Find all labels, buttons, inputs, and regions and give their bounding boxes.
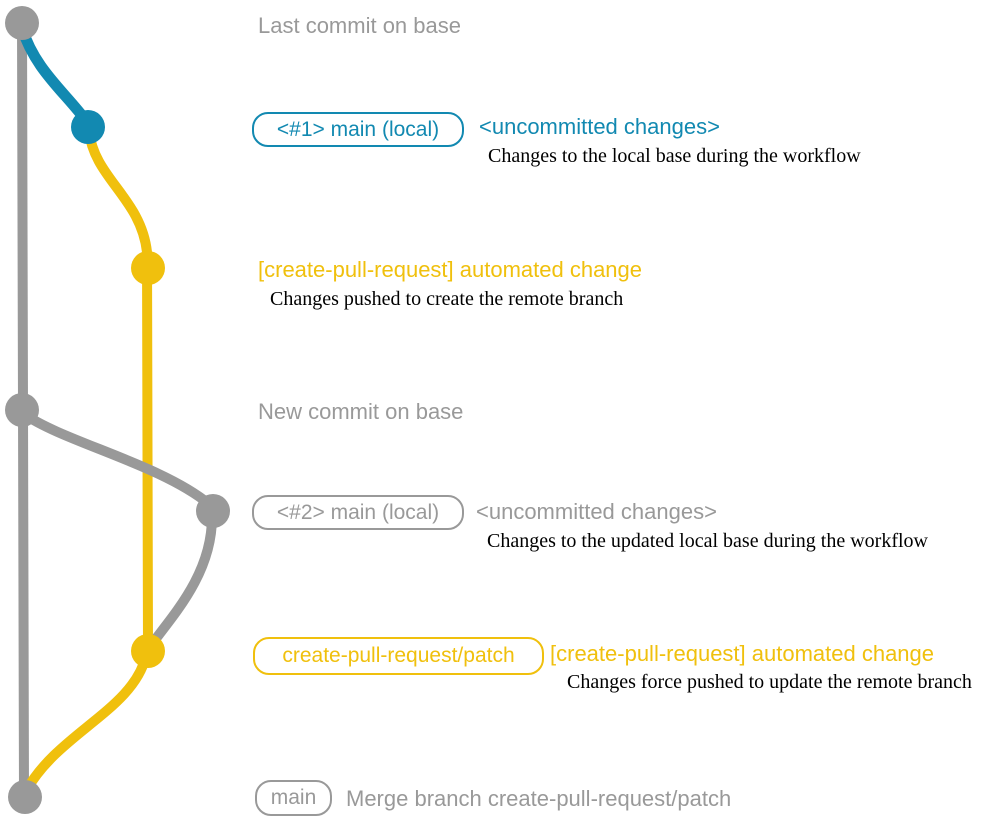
- commit-node-local-main-1: [71, 110, 105, 144]
- branch-badge-main-local-1-label: <#1> main (local): [276, 117, 440, 141]
- local-main-branch-edge: [16, 22, 93, 128]
- automated-change-commit-message-1: [create-pull-request] automated change: [258, 257, 643, 282]
- branch-badge-main-local-1: <#1> main (local): [252, 112, 464, 147]
- branch-badge-main: main: [255, 780, 332, 816]
- commit-node-local-main-2: [196, 494, 230, 528]
- description-push-create-remote-branch: Changes pushed to create the remote bran…: [270, 288, 624, 310]
- uncommitted-changes-label-1: <uncommitted changes>: [479, 114, 720, 139]
- description-force-push-update-remote-branch: Changes force pushed to update the remot…: [567, 671, 972, 693]
- branch-badge-create-pull-request-patch: create-pull-request/patch: [253, 637, 544, 675]
- last-commit-on-base-label: Last commit on base: [258, 13, 461, 38]
- uncommitted-changes-label-2: <uncommitted changes>: [476, 499, 717, 524]
- branch-badge-main-local-2-label: <#2> main (local): [276, 500, 440, 524]
- automated-change-commit-message-2: [create-pull-request] automated change: [550, 641, 935, 666]
- local-main-2-to-patch-edge: [146, 512, 217, 650]
- commit-node-new-commit-on-base: [5, 393, 39, 427]
- description-local-base-changes: Changes to the local base during the wor…: [488, 145, 861, 167]
- branch-badge-main-label: main: [270, 786, 317, 809]
- branch-badge-main-local-2: <#2> main (local): [252, 495, 464, 530]
- patch-branch-edge: [84, 126, 153, 656]
- branch-badge-create-pull-request-patch-label: create-pull-request/patch: [282, 644, 515, 667]
- commit-node-merge-commit: [8, 780, 42, 814]
- patch-merge-edge: [21, 651, 151, 796]
- commit-node-automated-change-2: [131, 634, 165, 668]
- new-commit-on-base-label: New commit on base: [258, 399, 464, 424]
- merge-commit-message: Merge branch create-pull-request/patch: [346, 786, 732, 811]
- description-updated-local-base-changes: Changes to the updated local base during…: [487, 530, 928, 552]
- base-to-local-main-2-edge: [19, 409, 214, 509]
- commit-node-last-commit-on-base: [5, 6, 39, 40]
- commit-node-automated-change-1: [131, 251, 165, 285]
